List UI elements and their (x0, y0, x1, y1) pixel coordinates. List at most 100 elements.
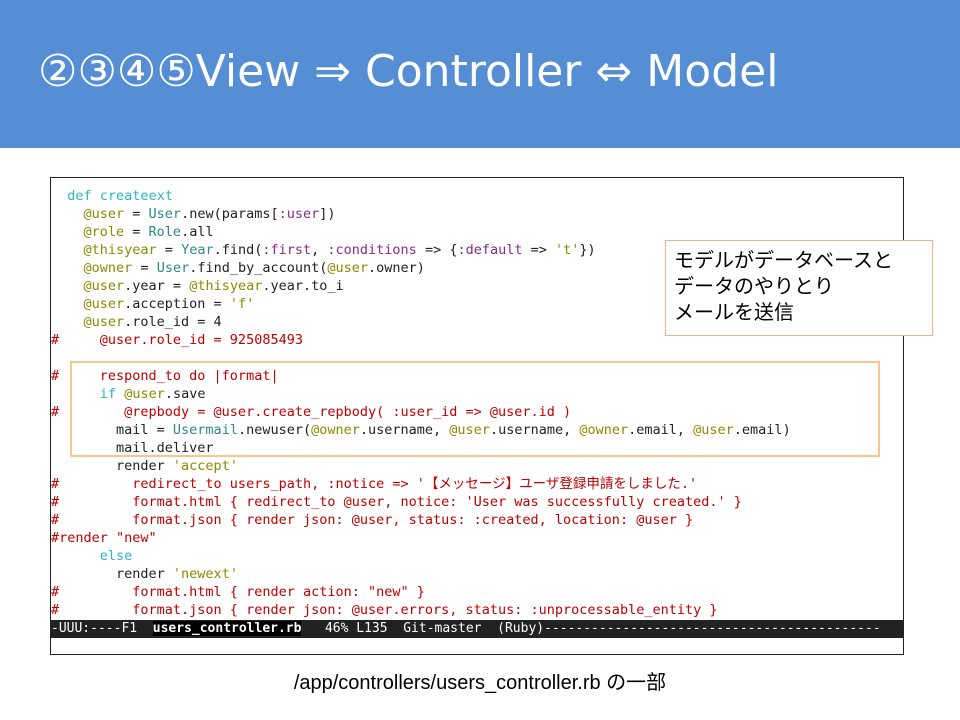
code-line: # format.html { render action: "new" } (51, 583, 903, 601)
code-token: .find_by_account( (189, 260, 328, 276)
code-token: Year (181, 242, 214, 258)
code-line: # format.html { redirect_to @user, notic… (51, 493, 903, 511)
code-token (51, 278, 84, 294)
modeline-status: 46% L135 Git-master (Ruby)--------------… (301, 621, 881, 636)
code-token: # format.html { redirect_to @user, notic… (51, 494, 742, 510)
code-line: @user.acception = 'f' (51, 295, 903, 313)
code-token: 'accept' (172, 458, 238, 474)
code-line: # format.json { render json: @user.error… (51, 601, 903, 619)
code-token: # format.json { render json: @user.error… (51, 602, 718, 618)
slide-header: ②③④⑤View ⇒ Controller ⇔ Model (0, 0, 960, 148)
code-token: render (51, 566, 173, 582)
code-token: => { (416, 242, 458, 258)
code-line: # @user.role_id = 925085493 (51, 331, 903, 349)
code-token (92, 188, 100, 204)
code-token: .email, (628, 422, 694, 438)
code-token: .username, (359, 422, 450, 438)
code-token: .email) (733, 422, 791, 438)
code-line: # respond_to do |format| (51, 367, 903, 385)
annotation-note: モデルがデータベースと データのやりとり メールを送信 (665, 240, 933, 336)
emacs-modeline: -UUU:----F1 users_controller.rb 46% L135… (51, 620, 903, 638)
code-token: def (67, 188, 92, 204)
code-token: .find( (213, 242, 263, 258)
code-token (51, 314, 84, 330)
code-token: 't' (555, 242, 580, 258)
code-line: # format.json { render json: @user, stat… (51, 511, 903, 529)
code-line: @user.role_id = 4 (51, 313, 903, 331)
code-token: .owner) (368, 260, 425, 276)
code-token: @user (83, 206, 125, 222)
code-token: = (132, 260, 157, 276)
code-token (51, 296, 84, 312)
code-token: @user (327, 260, 369, 276)
code-token: .username, (489, 422, 580, 438)
code-token: @user (693, 422, 734, 438)
code-line: # @repbody = @user.create_repbody( :user… (51, 403, 903, 421)
code-token: 'f' (229, 296, 255, 312)
modeline-filename: users_controller.rb (152, 621, 302, 636)
code-token: = (124, 206, 149, 222)
code-token: @user (449, 422, 490, 438)
code-token: .new(params[ (181, 206, 279, 222)
code-token: @user (83, 278, 125, 294)
code-block: def createext @user = User.new(params[:u… (51, 187, 903, 619)
code-token: @thisyear (83, 242, 157, 258)
code-token: # format.json { render json: @user, stat… (51, 512, 694, 528)
code-token: @thisyear (189, 278, 263, 294)
code-token: @user (83, 296, 125, 312)
code-line: #render "new" (51, 529, 903, 547)
code-token: User (148, 206, 182, 222)
code-token: .year = (124, 278, 190, 294)
code-token: .year.to_i (262, 278, 344, 294)
code-token (51, 206, 84, 222)
code-token: .role_id = 4 (124, 314, 222, 330)
code-line: mail.deliver (51, 439, 903, 457)
code-token: @owner (579, 422, 629, 438)
code-token (51, 548, 100, 564)
note-line: メールを送信 (674, 300, 794, 324)
code-token: if (99, 386, 117, 402)
code-line: @user.year = @thisyear.year.to_i (51, 277, 903, 295)
code-token: .all (181, 224, 214, 240)
code-token: => (522, 242, 555, 258)
code-line: render 'accept' (51, 457, 903, 475)
code-line: mail = Usermail.newuser(@owner.username,… (51, 421, 903, 439)
code-token: :first (262, 242, 312, 258)
note-line: データのやりとり (674, 274, 834, 298)
modeline-prefix: -UUU:----F1 (51, 621, 153, 636)
code-token: = (156, 242, 182, 258)
code-token: :conditions (327, 242, 417, 258)
code-token: @role (83, 224, 125, 240)
code-line: def createext (51, 187, 903, 205)
code-token (51, 386, 100, 402)
code-line (51, 349, 903, 367)
code-token: #render "new" (51, 530, 157, 546)
code-token: .acception = (124, 296, 230, 312)
code-line: @user = User.new(params[:user]) (51, 205, 903, 223)
code-token: = (124, 224, 149, 240)
code-token: createext (99, 188, 173, 204)
code-token: 'newext' (172, 566, 238, 582)
code-line: @owner = User.find_by_account(@user.owne… (51, 259, 903, 277)
code-token: ]) (319, 206, 336, 222)
code-token: .save (164, 386, 206, 402)
code-token (116, 386, 124, 402)
code-token: # @user.role_id = 925085493 (51, 332, 303, 348)
code-line: if @user.save (51, 385, 903, 403)
code-token: # respond_to do |format| (51, 368, 279, 384)
code-token: @user (124, 386, 165, 402)
code-line: @thisyear = Year.find(:first, :condition… (51, 241, 903, 259)
code-token (51, 260, 84, 276)
code-token: :user (278, 206, 320, 222)
slide-title: ②③④⑤View ⇒ Controller ⇔ Model (38, 46, 779, 97)
code-token: :default (457, 242, 523, 258)
code-line: @role = Role.all (51, 223, 903, 241)
code-token (51, 242, 84, 258)
code-token: .newuser( (237, 422, 312, 438)
code-token: }) (579, 242, 596, 258)
code-token: mail = (51, 422, 173, 438)
code-line: else (51, 547, 903, 565)
note-line: モデルがデータベースと (674, 248, 893, 272)
slide-caption: /app/controllers/users_controller.rb の一部 (293, 672, 667, 694)
code-line: render 'newext' (51, 565, 903, 583)
